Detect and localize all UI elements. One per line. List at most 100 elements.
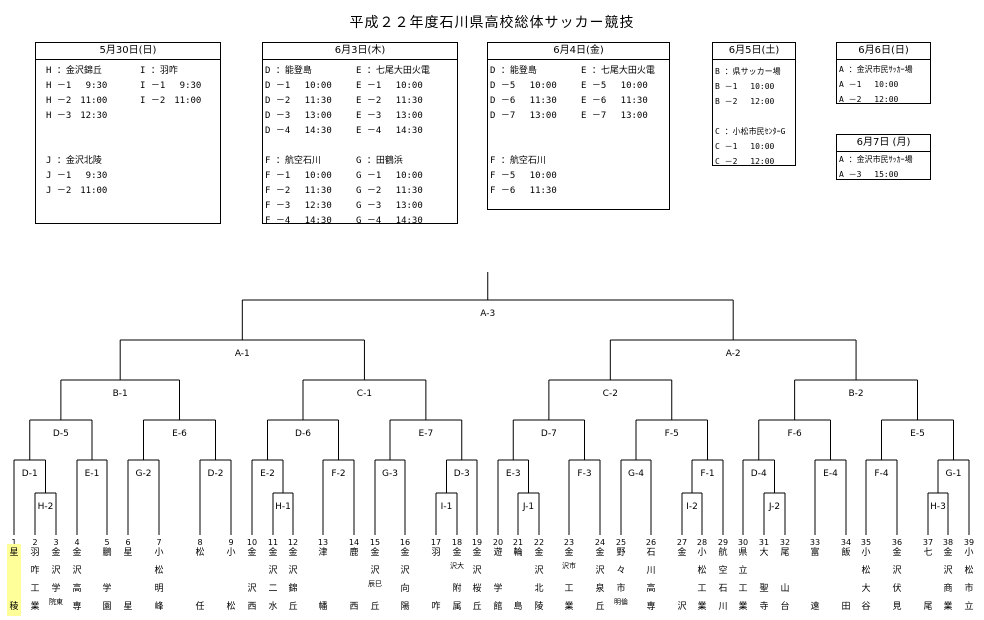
team-name-char — [100, 562, 114, 580]
team-name-char: 寺 — [759, 602, 769, 612]
team-name-char — [121, 580, 135, 598]
team-name-char — [429, 580, 443, 598]
team-name-char: 泉 — [595, 584, 605, 594]
match-label: C-1 — [355, 389, 374, 399]
match-label: J-2 — [767, 502, 782, 512]
team-name-char: 松 — [697, 566, 707, 576]
team-name: 金沢錦丘 — [286, 544, 300, 616]
team-name-char: 金 — [943, 548, 953, 558]
team-name-char: 向 — [400, 584, 410, 594]
team-name-char: 遊 — [493, 548, 503, 558]
match-label: F-2 — [330, 469, 347, 479]
team-name-char — [839, 562, 853, 580]
schedule-box-jun4: 6月4日(金) D ：能登島 D －5 10:00 D －6 11:30 D －… — [487, 42, 670, 210]
team-name: 輪島 — [511, 544, 525, 616]
match-label: D-6 — [294, 429, 312, 439]
team-name-char — [757, 562, 771, 580]
match-label: A-3 — [479, 309, 497, 319]
team-name-char: 野 — [616, 548, 626, 558]
team-name-char — [921, 562, 935, 580]
team-name-char: 聖 — [759, 584, 769, 594]
team-name-char: 石 — [646, 548, 656, 558]
team-name-char: 業 — [738, 602, 748, 612]
team-name-char: 金 — [268, 548, 278, 558]
team-name-char: 金 — [564, 548, 574, 558]
team-name: 金沢 — [675, 544, 689, 616]
team-name: 小松 — [224, 544, 238, 616]
team-name-char: 業 — [30, 602, 40, 612]
team-number: 5 — [104, 538, 110, 547]
team-number: 39 — [963, 538, 975, 547]
team-name-char: 松 — [154, 566, 164, 576]
team-number: 31 — [758, 538, 770, 547]
team-name-char: 伏 — [892, 584, 902, 594]
team-name-char: 学 — [102, 584, 112, 594]
schedule-date: 6月7日 (月) — [837, 135, 930, 152]
team-name-char: 谷 — [861, 602, 871, 612]
team-name-char: 咋 — [431, 602, 441, 612]
team-name-char: 業 — [564, 602, 574, 612]
team-name: 金沢向陽 — [398, 544, 412, 616]
schedule-box-jun6: 6月6日(日) A ：金沢市民ｻｯｶｰ場 A －1 10:00 A －2 12:… — [836, 42, 931, 104]
team-name-char: 大 — [759, 548, 769, 558]
match-label: D-1 — [20, 469, 39, 479]
match-label: E-1 — [83, 469, 101, 479]
team-name-char: 二 — [268, 584, 278, 594]
match-label: D-2 — [206, 469, 225, 479]
team-name-char: 沢 — [72, 566, 82, 576]
team-name-char: 専 — [646, 602, 656, 612]
match-label: G-1 — [944, 469, 963, 479]
team-name-char: 羽 — [30, 548, 40, 558]
team-name: 金沢商業 — [941, 544, 955, 616]
team-name-char: 咋 — [30, 566, 40, 576]
team-name-char: 沢 — [268, 566, 278, 576]
match-label: D-3 — [452, 469, 471, 479]
team-number: 28 — [696, 538, 708, 547]
team-number: 32 — [779, 538, 791, 547]
team-name-char: 峰 — [154, 602, 164, 612]
team-name-char: 沢 — [595, 566, 605, 576]
team-name-char: 高 — [646, 584, 656, 594]
team-name-char: 稜 — [9, 602, 19, 612]
team-name: 大聖寺 — [757, 544, 771, 616]
team-name-char — [193, 580, 207, 598]
team-name-char: 金 — [400, 548, 410, 558]
team-name: 遊学館 — [491, 544, 505, 616]
team-number: 37 — [922, 538, 934, 547]
team-name: 野々市明倫 — [614, 544, 628, 616]
team-number: 2 — [32, 538, 38, 547]
team-name-char: 星 — [9, 548, 19, 558]
team-name-char: 川 — [646, 566, 656, 576]
team-name: 県立工業 — [736, 544, 750, 616]
team-name-char — [347, 580, 361, 598]
schedule-col: H ：金沢錦丘 H －1 9:30 H －2 11:00 H －3 12:30 … — [46, 66, 108, 196]
match-label: A-1 — [233, 349, 251, 359]
match-label: I-1 — [439, 502, 454, 512]
team-name-char: 立 — [738, 566, 748, 576]
team-name-char: 沢 — [247, 584, 257, 594]
match-label: B-1 — [111, 389, 129, 399]
team-name-char: 業 — [943, 602, 953, 612]
team-name-char: 高 — [72, 584, 82, 594]
team-name-char: 丘 — [370, 602, 380, 612]
team-name-char: 沢 — [288, 566, 298, 576]
team-name-char: 北 — [534, 584, 544, 594]
match-label: D-5 — [51, 429, 70, 439]
team-name-char: 丘 — [595, 602, 605, 612]
match-label: F-6 — [786, 429, 803, 439]
team-number: 12 — [287, 538, 299, 547]
team-number: 25 — [615, 538, 627, 547]
match-label: C-2 — [601, 389, 619, 399]
team-name-char — [808, 580, 822, 598]
team-name-char: 西 — [247, 602, 257, 612]
team-number: 10 — [246, 538, 258, 547]
team-number: 24 — [594, 538, 606, 547]
team-name-char: 丘 — [472, 602, 482, 612]
team-name-char: 学 — [493, 584, 503, 594]
team-name-char: 丘 — [288, 602, 298, 612]
team-name-char — [511, 562, 525, 580]
team-name-char — [316, 562, 330, 580]
team-name-char: 見 — [892, 602, 902, 612]
team-name-char: 飯 — [841, 548, 851, 558]
